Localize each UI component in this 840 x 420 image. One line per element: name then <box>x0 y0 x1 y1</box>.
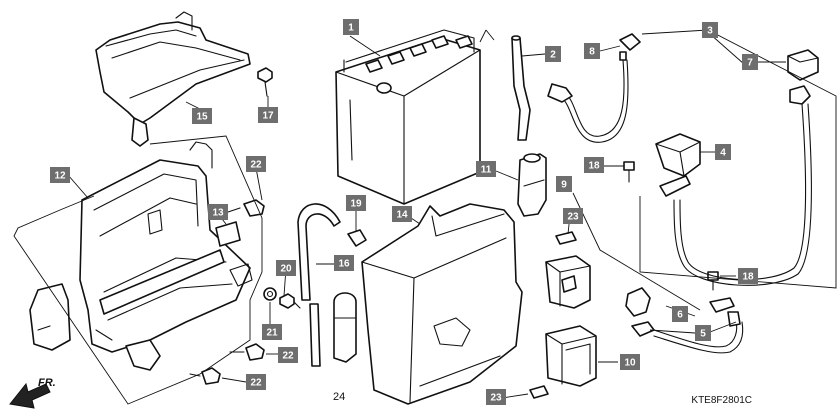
callout-part-1: 1 <box>343 19 359 35</box>
callout-part-5: 5 <box>695 325 711 341</box>
callout-label: 22 <box>250 378 262 389</box>
callout-part-12: 12 <box>50 167 70 183</box>
callout-part-18-lower: 18 <box>738 268 758 284</box>
callout-part-21: 21 <box>262 324 282 340</box>
callout-label: 23 <box>490 393 502 404</box>
callout-part-16: 16 <box>334 255 354 271</box>
callout-part-6: 6 <box>672 306 688 322</box>
callout-part-13: 13 <box>208 204 228 220</box>
reference-frames <box>13 29 837 405</box>
callout-label: 2 <box>550 50 556 61</box>
cover-7 <box>787 49 819 81</box>
callout-label: 14 <box>396 210 408 221</box>
callout-label: 7 <box>747 58 753 69</box>
part-15-cover <box>95 11 251 147</box>
callout-label: 19 <box>350 199 362 210</box>
callout-label: 23 <box>567 212 579 223</box>
callout-part-22-c: 22 <box>246 374 266 390</box>
callout-part-20: 20 <box>276 260 296 276</box>
callout-label: 18 <box>588 161 600 172</box>
callout-label: 11 <box>481 165 492 176</box>
part-23-fuse <box>555 231 577 245</box>
callouts: 1 2 3 4 5 6 7 8 9 10 11 12 13 14 15 16 1… <box>50 19 758 405</box>
callout-label: 10 <box>624 358 636 369</box>
part-8-cable <box>547 33 641 143</box>
callout-label: 3 <box>707 26 713 37</box>
callout-part-4: 4 <box>715 144 731 160</box>
part-23-fuse-bottom <box>529 385 549 399</box>
part-2-tube <box>511 35 531 141</box>
callout-part-3: 3 <box>702 22 718 38</box>
part-5-6-cable <box>625 287 744 354</box>
callout-part-2: 2 <box>545 46 561 62</box>
callout-label: 21 <box>266 328 278 339</box>
callout-part-17: 17 <box>258 107 278 123</box>
callout-part-18-upper: 18 <box>584 157 604 173</box>
part-3-cable <box>659 85 812 286</box>
callout-label: 17 <box>262 111 274 122</box>
callout-label: 20 <box>280 264 292 275</box>
callout-part-9: 9 <box>556 176 572 192</box>
callout-label: 22 <box>250 160 262 171</box>
callout-label: 22 <box>282 351 294 362</box>
callout-label: 12 <box>54 171 66 182</box>
callout-label: 8 <box>589 47 595 58</box>
callout-label: 15 <box>196 112 208 123</box>
callout-part-23-upper: 23 <box>563 208 583 224</box>
part-14-battery-case <box>361 203 523 405</box>
part-10-holder <box>545 325 597 387</box>
front-direction-arrow: FR. <box>9 377 56 409</box>
callout-label: 18 <box>742 272 754 283</box>
callout-label: 5 <box>700 329 706 340</box>
callout-part-7: 7 <box>742 54 758 70</box>
part-1-battery <box>335 29 481 205</box>
clip-19 <box>347 229 367 247</box>
front-mark-label: FR. <box>38 377 56 389</box>
callout-label: 6 <box>677 310 683 321</box>
part-16-hose <box>297 203 341 367</box>
diagram-code: KTE8F2801C <box>691 395 752 406</box>
callout-label: 13 <box>212 208 224 219</box>
part-24-cap <box>333 292 357 363</box>
callout-part-22-a: 22 <box>246 156 266 172</box>
rubber-13 <box>215 221 241 247</box>
part-9-relay <box>545 255 591 309</box>
callout-part-8: 8 <box>584 43 600 59</box>
callout-part-19: 19 <box>346 195 366 211</box>
callout-label: 1 <box>348 23 354 34</box>
label-24: 24 <box>333 391 345 403</box>
callout-label: 16 <box>338 259 350 270</box>
callout-label: 9 <box>561 180 567 191</box>
part-12-holder <box>29 141 253 371</box>
callout-part-11: 11 <box>476 161 496 177</box>
washer-21-bolt-20 <box>263 287 301 309</box>
callout-part-22-b: 22 <box>278 347 298 363</box>
callout-part-23-lower: 23 <box>486 389 506 405</box>
part-11-relay-cover <box>517 153 547 217</box>
callout-part-15: 15 <box>192 108 212 124</box>
cover-4 <box>655 133 701 177</box>
callout-label: 4 <box>720 148 726 159</box>
callout-part-14: 14 <box>392 206 412 222</box>
bolt-17 <box>257 67 273 97</box>
callout-part-10: 10 <box>620 354 640 370</box>
